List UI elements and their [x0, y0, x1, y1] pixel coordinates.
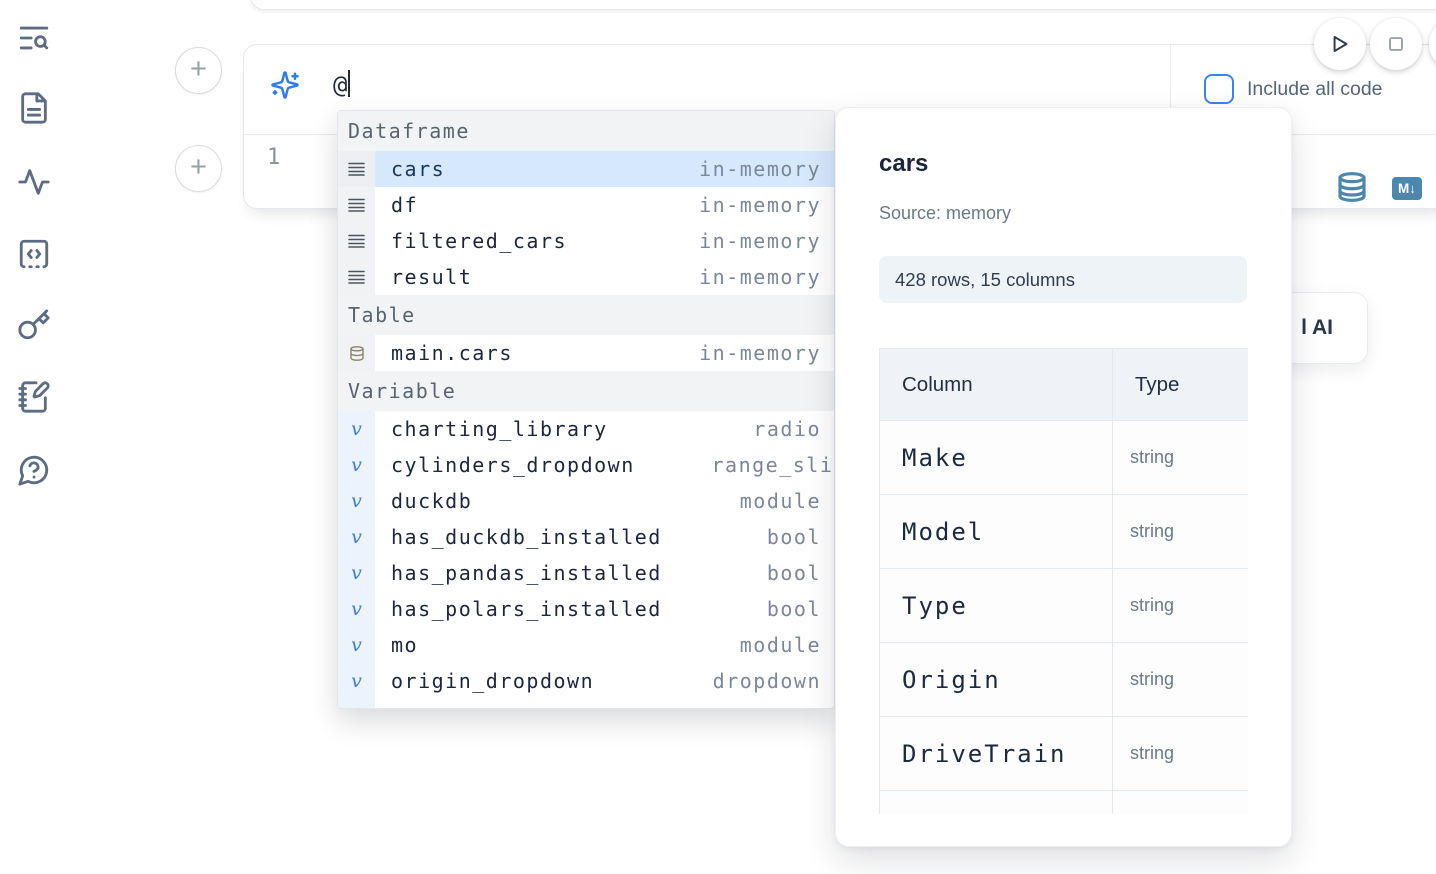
autocomplete-item-duckdb[interactable]: v duckdb module [338, 483, 834, 519]
variable-icon: v [351, 561, 362, 584]
scratchpad-icon[interactable] [17, 380, 55, 418]
table-row: DriveTrain string [879, 716, 1248, 791]
type-header: Type [1112, 348, 1248, 421]
autocomplete-item-cars[interactable]: cars in-memory [338, 151, 834, 187]
include-all-code-checkbox[interactable] [1204, 74, 1234, 104]
autocomplete-item-result[interactable]: result in-memory [338, 259, 834, 295]
stop-icon [1389, 37, 1403, 51]
table-database-icon [349, 345, 364, 361]
play-icon [1333, 35, 1348, 53]
autocomplete-item-filtered-cars[interactable]: filtered_cars in-memory [338, 223, 834, 259]
help-chat-icon[interactable] [17, 453, 55, 491]
autocomplete-item-df[interactable]: df in-memory [338, 187, 834, 223]
include-all-code-label: Include all code [1247, 77, 1383, 100]
table-row-partial [879, 790, 1248, 814]
section-header-table: Table [338, 295, 834, 335]
activity-icon[interactable] [17, 165, 55, 203]
autocomplete-item-main-cars[interactable]: main.cars in-memory [338, 335, 834, 371]
preview-schema-table: Column Type Make string Model string Typ… [879, 348, 1248, 814]
table-row: Make string [879, 420, 1248, 495]
table-row: Model string [879, 494, 1248, 569]
autocomplete-item-charting-library[interactable]: v charting_library radio [338, 411, 834, 447]
dataframe-icon [348, 162, 365, 176]
column-header: Column [879, 348, 1113, 421]
include-all-code-toggle[interactable]: Include all code [1204, 74, 1383, 104]
add-cell-button-bottom[interactable]: + [175, 145, 222, 192]
autocomplete-item-has-duckdb-installed[interactable]: v has_duckdb_installed bool [338, 519, 834, 555]
variable-icon: v [351, 597, 362, 620]
prompt-value: @ [333, 71, 348, 99]
ai-prompt-input[interactable]: @ [333, 70, 351, 102]
section-header-dataframe: Dataframe [338, 111, 834, 151]
dataframe-preview-panel: cars Source: memory 428 rows, 15 columns… [835, 107, 1292, 847]
dataframe-icon [348, 234, 365, 248]
autocomplete-item-has-polars-installed[interactable]: v has_polars_installed bool [338, 591, 834, 627]
autocomplete-item-cylinders-dropdown[interactable]: v cylinders_dropdown range_slider [338, 447, 834, 483]
table-row: Origin string [879, 642, 1248, 717]
file-document-icon[interactable] [17, 91, 55, 129]
variable-icon: v [351, 453, 362, 476]
key-icon[interactable] [17, 308, 55, 346]
code-snippets-icon[interactable] [17, 237, 55, 275]
markdown-icon[interactable]: M↓ [1392, 177, 1422, 200]
variable-icon: v [351, 417, 362, 440]
dataframe-icon [348, 198, 365, 212]
previous-cell-edge[interactable] [250, 0, 1436, 10]
hidden-action-button-partial[interactable] [1429, 18, 1436, 70]
table-header-row: Column Type [879, 348, 1248, 421]
variable-icon: v [351, 633, 362, 656]
autocomplete-item-origin-dropdown[interactable]: v origin_dropdown dropdown [338, 663, 834, 699]
toc-search-icon[interactable] [17, 21, 55, 59]
autocomplete-item-pd-clipped[interactable]: v pd module [338, 699, 834, 708]
ai-button-label: l AI [1301, 316, 1333, 339]
preview-stats-badge: 428 rows, 15 columns [879, 256, 1247, 303]
autocomplete-item-mo[interactable]: v mo module [338, 627, 834, 663]
run-button[interactable] [1314, 18, 1366, 70]
dataframe-icon [348, 270, 365, 284]
section-header-variable: Variable [338, 371, 834, 411]
divider [1170, 45, 1171, 134]
variable-icon: v [351, 489, 362, 512]
database-icon[interactable] [1336, 170, 1368, 204]
variable-icon: v [351, 669, 362, 692]
add-cell-button-top[interactable]: + [175, 47, 222, 94]
variable-icon: v [351, 525, 362, 548]
variable-icon: v [351, 707, 362, 708]
autocomplete-item-has-pandas-installed[interactable]: v has_pandas_installed bool [338, 555, 834, 591]
autocomplete-popup: Dataframe cars in-memory df in-memory fi… [337, 110, 835, 709]
sparkles-icon [270, 70, 300, 100]
stop-button[interactable] [1370, 18, 1422, 70]
line-number: 1 [267, 145, 281, 170]
table-row: Type string [879, 568, 1248, 643]
text-caret [348, 70, 351, 97]
preview-title: cars [879, 150, 929, 177]
preview-source: Source: memory [879, 203, 1012, 223]
